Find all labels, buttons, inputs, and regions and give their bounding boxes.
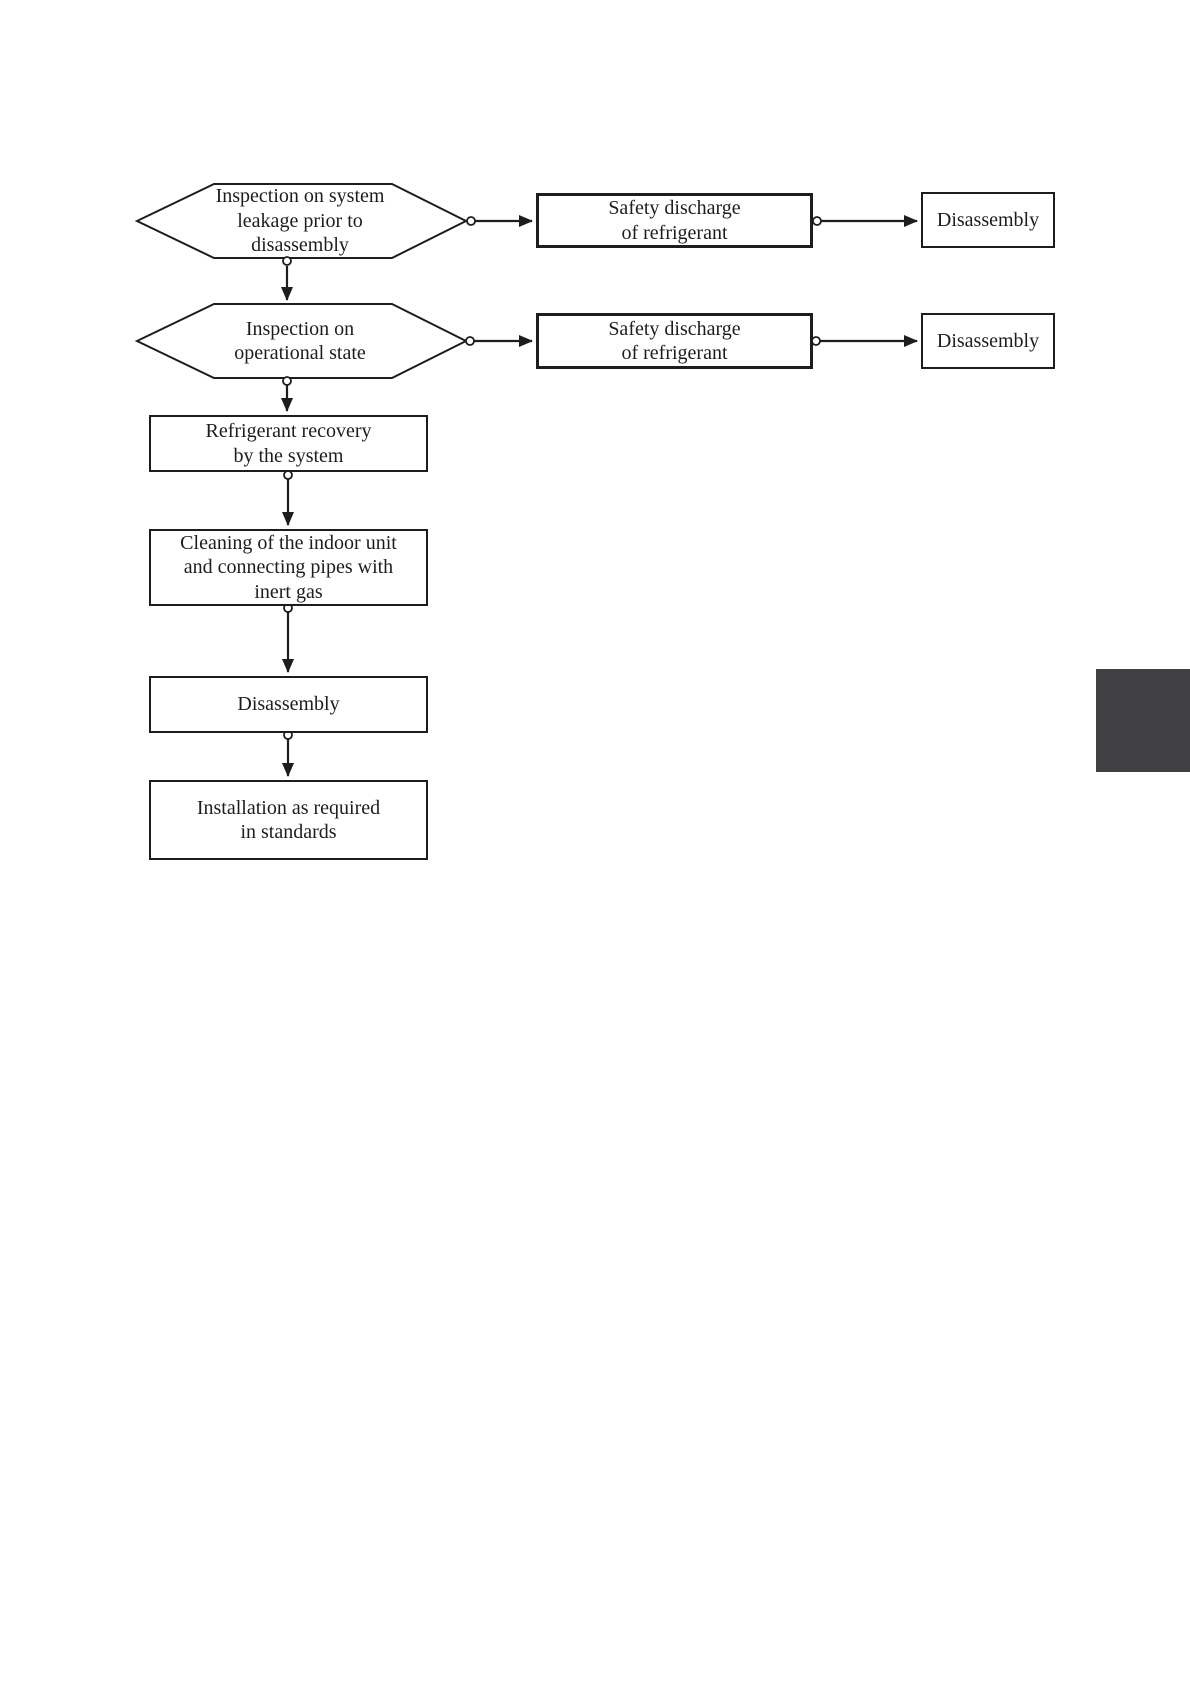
node-cleaning-inert-gas-label: Cleaning of the indoor unit and connecti… <box>180 531 397 603</box>
connector-dot-leakage-bottom <box>282 256 292 266</box>
connector-dot-safety2-right <box>811 336 821 346</box>
node-refrigerant-recovery-label: Refrigerant recovery by the system <box>205 420 372 467</box>
node-disassembly-2-label: Disassembly <box>936 329 1040 352</box>
connector-dot-leakage-right <box>466 216 476 226</box>
node-disassembly-3-label: Disassembly <box>237 693 340 716</box>
node-inspection-system-leakage-label: Inspection on system leakage prior to di… <box>215 185 385 257</box>
connector-dot-recovery-bottom <box>283 470 293 480</box>
node-safety-discharge-1-label: Safety discharge of refrigerant <box>608 197 741 244</box>
connector-dot-operational-right <box>465 336 475 346</box>
node-safety-discharge-2: Safety discharge of refrigerant <box>536 313 813 369</box>
connector-dot-safety1-right <box>812 216 822 226</box>
node-inspection-operational-state: Inspection on operational state <box>160 304 440 378</box>
node-disassembly-3: Disassembly <box>149 676 428 733</box>
node-safety-discharge-2-label: Safety discharge of refrigerant <box>608 317 741 364</box>
node-disassembly-1: Disassembly <box>921 192 1055 248</box>
node-refrigerant-recovery: Refrigerant recovery by the system <box>149 415 428 472</box>
node-inspection-operational-state-label: Inspection on operational state <box>234 317 366 364</box>
node-installation-standards: Installation as required in standards <box>149 780 428 860</box>
node-safety-discharge-1: Safety discharge of refrigerant <box>536 193 813 248</box>
node-installation-standards-label: Installation as required in standards <box>196 796 381 843</box>
node-inspection-system-leakage: Inspection on system leakage prior to di… <box>160 184 440 258</box>
node-disassembly-2: Disassembly <box>921 313 1055 369</box>
node-cleaning-inert-gas: Cleaning of the indoor unit and connecti… <box>149 529 428 606</box>
node-disassembly-1-label: Disassembly <box>936 208 1040 231</box>
connector-dot-operational-bottom <box>282 376 292 386</box>
page-edge-ink-block <box>1096 669 1190 772</box>
decision-hexagon-system-leakage <box>134 183 469 259</box>
